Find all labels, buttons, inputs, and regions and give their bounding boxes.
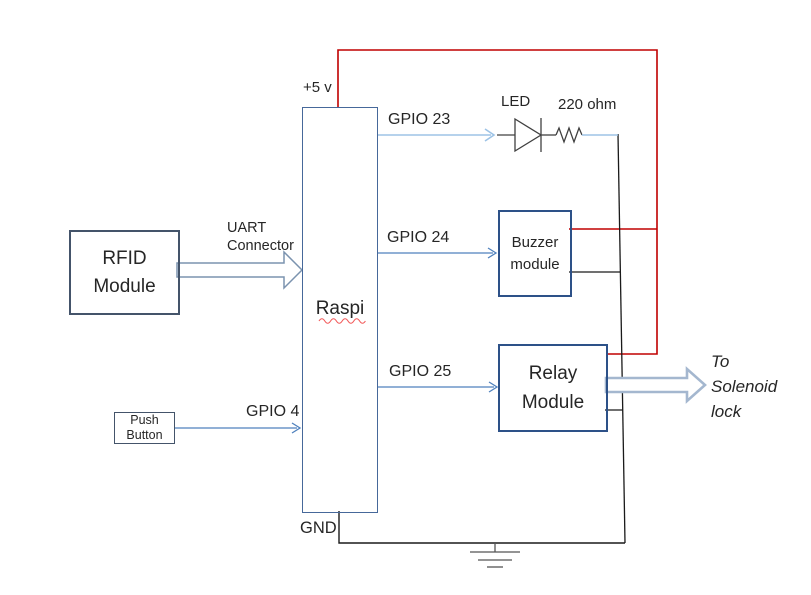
uart-label-line1: UART [227, 220, 267, 236]
gpio25-label: GPIO 25 [389, 363, 452, 380]
solenoid-block-arrow [604, 366, 707, 404]
buzzer-label-line2: module [510, 255, 560, 273]
relay-label-line2: Module [521, 392, 585, 413]
push-button-box: Push Button [114, 412, 175, 444]
uart-label-line2: Connector [227, 238, 294, 254]
gpio23-arrow [377, 128, 496, 142]
solenoid-label-line3: lock [711, 402, 742, 421]
rfid-label-line1: RFID [102, 247, 147, 269]
led-diode-symbol [497, 117, 556, 153]
resistor-value-label: 220 ohm [558, 96, 617, 113]
gpio25-arrow [377, 381, 499, 393]
led-label: LED [501, 93, 531, 110]
resistor-symbol [555, 126, 583, 144]
gpio4-arrow [174, 422, 302, 434]
relay-module-box: Relay Module [498, 344, 608, 432]
power-5v-wire [337, 49, 658, 355]
rfid-module-box: RFID Module [69, 230, 180, 315]
earth-ground-symbol [470, 543, 520, 568]
gpio23-label: GPIO 23 [388, 111, 451, 128]
power-5v-label: +5 v [303, 79, 332, 96]
ground-bus-wire [617, 133, 626, 544]
buzzer-label-line1: Buzzer [511, 233, 559, 251]
spellcheck-squiggle [318, 318, 366, 324]
uart-connector-label: UART Connector [227, 219, 307, 255]
push-button-label-line2: Button [126, 428, 163, 442]
solenoid-label-line1: To [711, 352, 730, 371]
raspi-label: Raspi [315, 298, 365, 319]
gnd-label: GND [300, 519, 337, 537]
uart-block-arrow [176, 250, 304, 290]
gpio24-label: GPIO 24 [387, 229, 450, 246]
solenoid-label-line2: Solenoid [711, 377, 778, 396]
relay-label-line1: Relay [528, 363, 578, 384]
push-button-label-line1: Push [130, 413, 159, 427]
gpio4-label: GPIO 4 [246, 403, 300, 420]
solenoid-lock-label: To Solenoid lock [711, 349, 806, 424]
gpio24-arrow [377, 247, 498, 259]
raspi-box: Raspi [302, 107, 378, 513]
gnd-wire [338, 511, 625, 544]
rfid-label-line2: Module [93, 275, 156, 297]
buzzer-module-box: Buzzer module [498, 210, 572, 297]
